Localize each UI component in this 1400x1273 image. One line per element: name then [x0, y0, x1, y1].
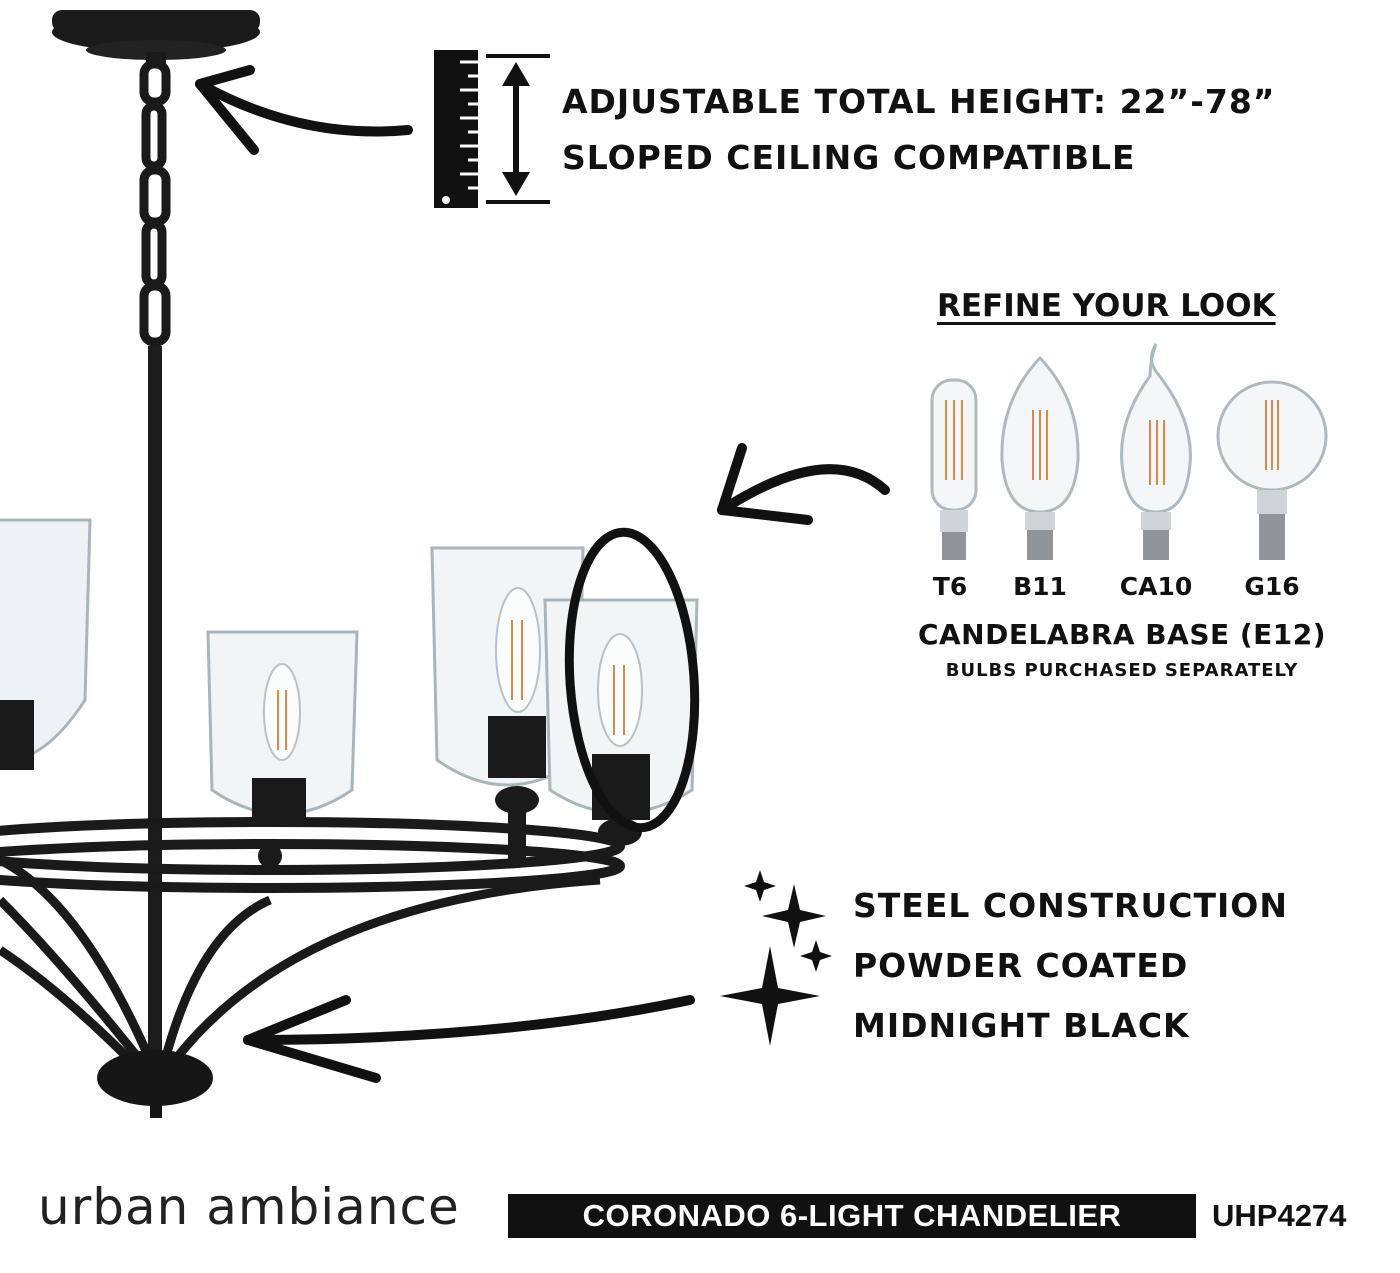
- flame-tip-bulb-icon: [1120, 343, 1192, 560]
- ruler-height-icon: [434, 50, 550, 208]
- hanging-chain: [139, 59, 171, 347]
- torpedo-bulb-icon: [1000, 355, 1080, 560]
- sloped-ceiling-line: SLOPED CEILING COMPATIBLE: [562, 138, 1136, 177]
- bulb-label-ca10: CA10: [1119, 572, 1193, 601]
- highlight-circle: [564, 527, 700, 833]
- globe-bulb-icon: [1216, 380, 1328, 560]
- product-name-banner: CORONADO 6-LIGHT CHANDELIER: [508, 1194, 1196, 1238]
- ceiling-canopy: [52, 10, 260, 66]
- refine-look-heading: REFINE YOUR LOOK: [937, 288, 1276, 324]
- product-sku: UHP4274: [1212, 1198, 1347, 1233]
- arrow-to-shade: [717, 443, 890, 525]
- sparkle-icon: [720, 870, 832, 1046]
- feature-finish-color: MIDNIGHT BLACK: [853, 1006, 1190, 1045]
- candelabra-base-label: CANDELABRA BASE (E12): [917, 618, 1327, 651]
- arrow-to-canopy: [195, 65, 413, 155]
- bulb-options-illustration: [930, 343, 1328, 560]
- curved-arms: [0, 855, 601, 1064]
- brand-logo-text: urban ambiance: [38, 1178, 460, 1236]
- feature-powder-coated: POWDER COATED: [853, 946, 1189, 985]
- bulb-label-b11: B11: [1013, 572, 1067, 601]
- feature-steel: STEEL CONSTRUCTION: [853, 886, 1288, 925]
- chandelier-illustration: [0, 10, 700, 1118]
- bulbs-separately-note: BULBS PURCHASED SEPARATELY: [945, 660, 1299, 681]
- bottom-finial: [97, 1050, 213, 1118]
- tube-bulb-icon: [930, 378, 978, 560]
- bulb-label-g16: G16: [1244, 572, 1300, 601]
- height-spec-line: ADJUSTABLE TOTAL HEIGHT: 22”-78”: [562, 82, 1276, 121]
- arrow-to-arms: [243, 995, 695, 1083]
- bulb-label-t6: T6: [932, 572, 968, 601]
